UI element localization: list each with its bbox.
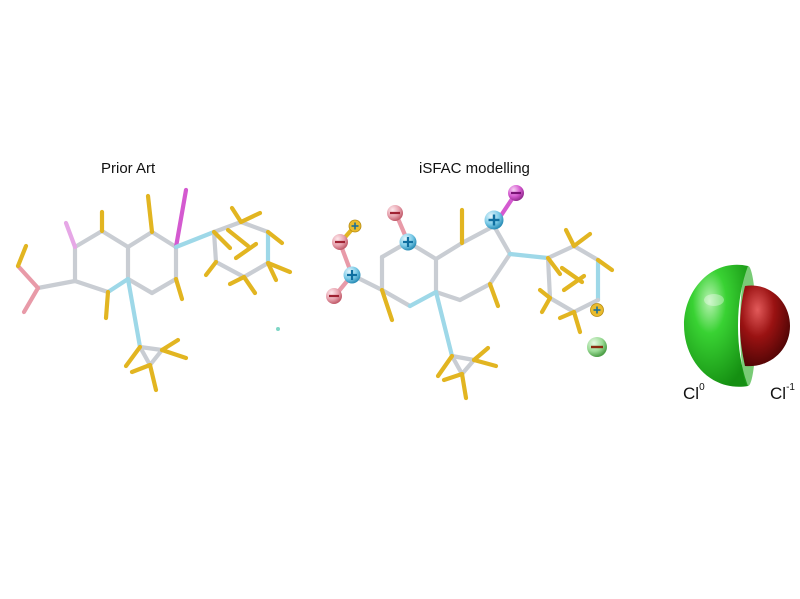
cl-anion-sphere: [740, 285, 790, 367]
isfac-modelling-molecule: [331, 190, 615, 401]
negative-charge-icon: [387, 205, 403, 221]
isfac-modelling-title: iSFAC modelling: [419, 160, 530, 177]
chlorine-comparison: [684, 264, 790, 387]
cl-neutral-sphere: [684, 264, 748, 387]
positive-charge-icon: [484, 210, 504, 230]
positive-charge-icon: [343, 266, 361, 284]
positive-charge-icon: [348, 219, 362, 233]
negative-charge-icon: [508, 185, 524, 201]
positive-charge-icon: [399, 233, 417, 251]
prior-art-molecule: [15, 187, 293, 393]
negative-charge-icon: [332, 234, 348, 250]
negative-charge-icon: [326, 288, 342, 304]
prior-art-title: Prior Art: [101, 160, 156, 177]
positive-charge-icon: [590, 303, 604, 317]
small-chloride-dot: [276, 327, 280, 331]
atomic-charges: [326, 185, 607, 357]
chloride-negative-icon: [587, 337, 607, 357]
cl-anion-label: Cl-1: [770, 382, 795, 403]
cl-neutral-label: Cl0: [683, 382, 705, 403]
